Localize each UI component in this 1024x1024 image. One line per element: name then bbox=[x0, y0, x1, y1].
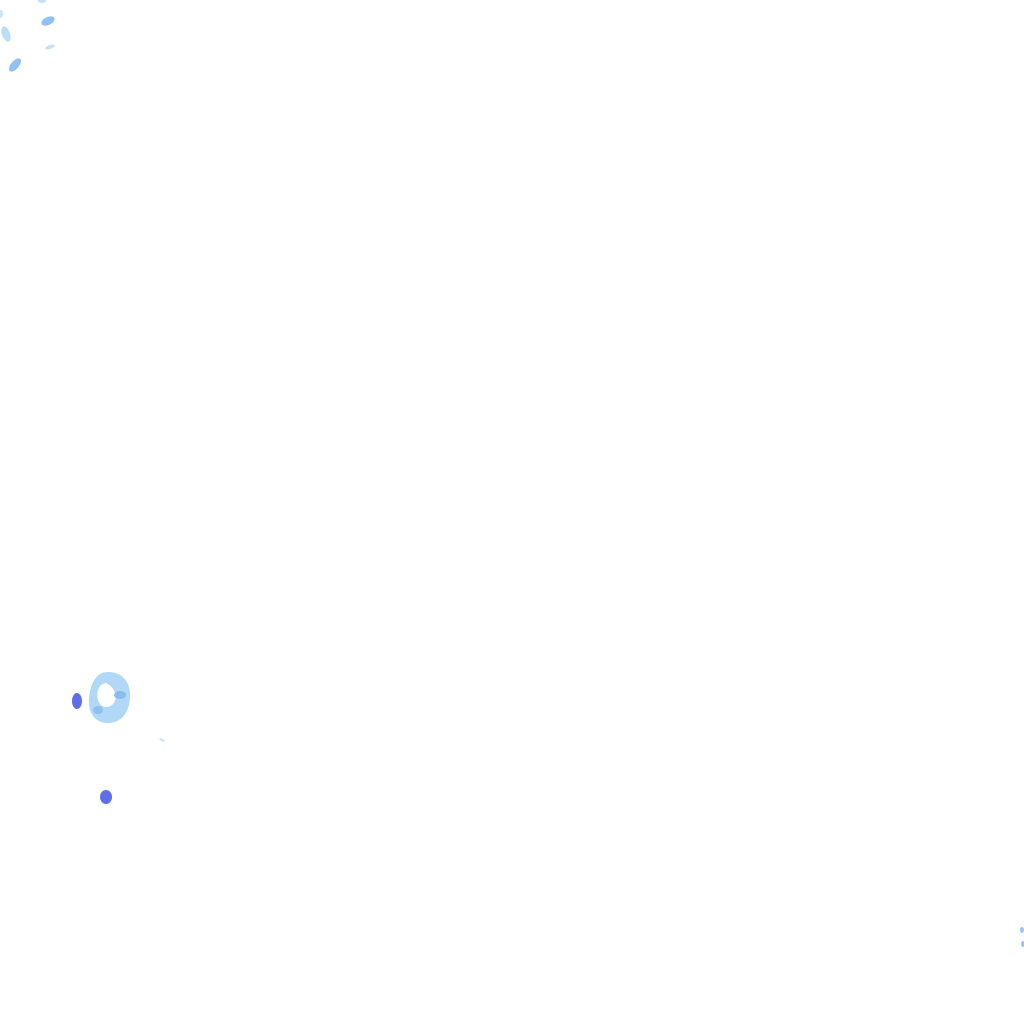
echo-southwest-south-core bbox=[100, 790, 112, 804]
echo-southeast-edge bbox=[1020, 927, 1024, 947]
echo-southwest-ring-cell bbox=[88, 672, 165, 742]
echo-southwest-west-core bbox=[72, 693, 82, 709]
echo-northwest-cluster bbox=[0, 0, 55, 72]
